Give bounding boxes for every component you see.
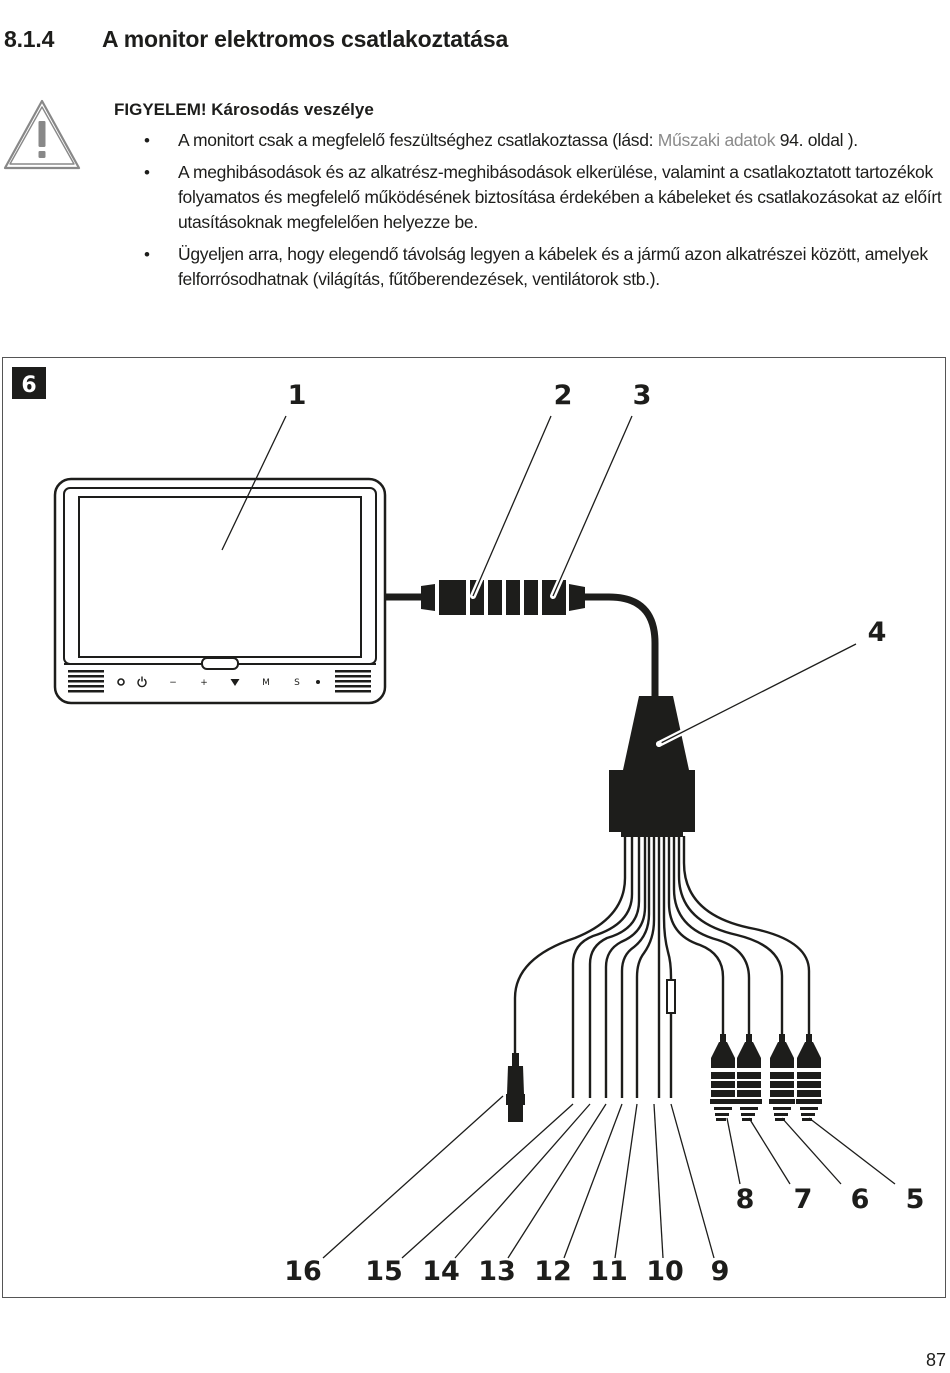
down-arrow-icon bbox=[230, 679, 240, 686]
section-title: A monitor elektromos csatlakoztatása bbox=[102, 26, 509, 52]
callout-15: 15 bbox=[365, 1256, 403, 1287]
minus-button-label: − bbox=[169, 678, 177, 688]
callout-16: 16 bbox=[284, 1256, 322, 1287]
section-heading: 8.1.4 A monitor elektromos csatlakoztatás… bbox=[4, 26, 508, 53]
figure-badge: 6 bbox=[12, 367, 46, 399]
figure-frame: 6 − + bbox=[2, 357, 946, 1298]
callout-6: 6 bbox=[851, 1184, 870, 1215]
wiring-diagram: 6 − + bbox=[12, 367, 924, 1287]
figure-badge-number: 6 bbox=[21, 373, 36, 398]
callout-14: 14 bbox=[422, 1256, 460, 1287]
section-number: 8.1.4 bbox=[4, 26, 55, 52]
page-number: 87 bbox=[925, 1350, 946, 1370]
callout-10: 10 bbox=[646, 1256, 684, 1287]
menu-button-label: M bbox=[262, 678, 270, 688]
callout-labels: 1 2 3 4 5 6 7 8 9 10 11 12 13 14 15 16 bbox=[284, 380, 924, 1287]
warning-item: A meghibásodások és az alkatrész-meghibá… bbox=[114, 160, 944, 235]
callout-1: 1 bbox=[288, 380, 307, 411]
callout-7: 7 bbox=[794, 1184, 813, 1215]
warning-item: Ügyeljen arra, hogy elegendő távolság le… bbox=[114, 242, 944, 292]
callout-12: 12 bbox=[534, 1256, 572, 1287]
cross-reference-link[interactable]: Műszaki adatok bbox=[657, 130, 776, 150]
speaker-grille-right bbox=[335, 670, 371, 693]
sensor-icon bbox=[117, 678, 125, 686]
monitor-illustration: − + M S bbox=[53, 477, 387, 705]
callout-5: 5 bbox=[906, 1184, 925, 1215]
indicator-dot-icon bbox=[316, 680, 320, 684]
callout-2: 2 bbox=[554, 380, 573, 411]
distribution-box bbox=[609, 696, 695, 837]
warning-item-text: A meghibásodások és az alkatrész-meghibá… bbox=[178, 162, 942, 232]
warning-item-text: Ügyeljen arra, hogy elegendő távolság le… bbox=[178, 244, 928, 289]
source-button-label: S bbox=[294, 678, 300, 688]
power-icon bbox=[137, 676, 147, 688]
callout-3: 3 bbox=[633, 380, 652, 411]
plus-button-label: + bbox=[200, 678, 208, 688]
callout-11: 11 bbox=[590, 1256, 628, 1287]
power-plug bbox=[506, 1053, 525, 1122]
warning-list: A monitort csak a megfelelő feszültséghe… bbox=[114, 128, 944, 299]
rca-plugs bbox=[710, 1034, 822, 1121]
callout-9: 9 bbox=[711, 1256, 730, 1287]
warning-item: A monitort csak a megfelelő feszültséghe… bbox=[114, 128, 944, 153]
wire-harness bbox=[513, 836, 811, 1098]
fuse-holder bbox=[666, 979, 676, 1014]
warning-item-text: A monitort csak a megfelelő feszültséghe… bbox=[178, 130, 658, 150]
callout-13: 13 bbox=[478, 1256, 516, 1287]
warning-triangle-icon bbox=[3, 99, 81, 170]
callout-8: 8 bbox=[736, 1184, 755, 1215]
callout-4: 4 bbox=[868, 617, 887, 648]
warning-item-text-end: 94. oldal ). bbox=[775, 130, 858, 150]
warning-title: FIGYELEM! Károsodás veszélye bbox=[114, 100, 374, 119]
speaker-grille-left bbox=[68, 670, 104, 693]
leader-lines bbox=[221, 415, 896, 1259]
